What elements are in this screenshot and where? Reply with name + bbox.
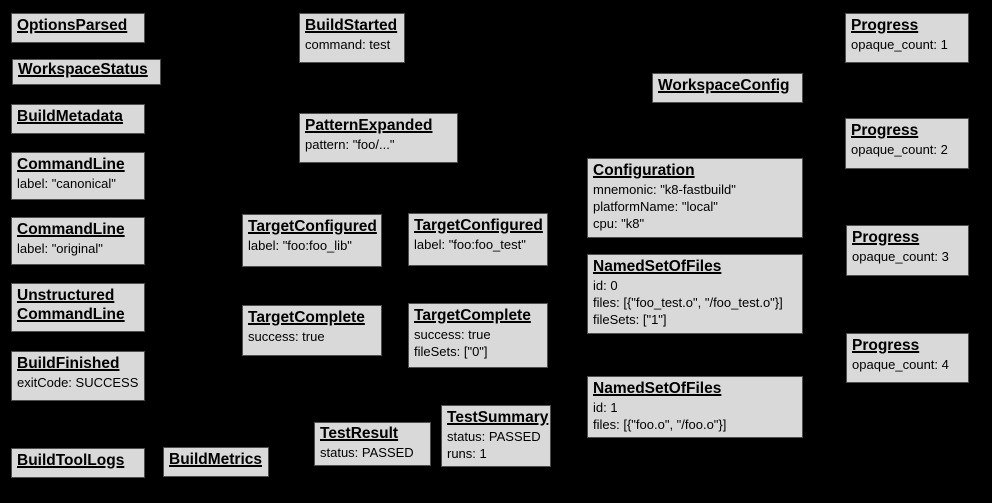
- node-command-line-canonical: CommandLine label: "canonical": [11, 152, 145, 200]
- node-target-complete-lib: TargetComplete success: true: [242, 305, 382, 356]
- node-title: TargetConfigured: [414, 217, 543, 234]
- node-build-tool-logs: BuildToolLogs: [11, 448, 145, 478]
- node-title: BuildStarted: [305, 17, 398, 34]
- node-title: PatternExpanded: [305, 117, 433, 134]
- node-title: NamedSetOfFiles: [593, 380, 722, 397]
- node-title: CommandLine: [17, 156, 125, 173]
- node-title: BuildMetrics: [169, 451, 263, 468]
- node-command-line-original: CommandLine label: "original": [11, 217, 145, 265]
- node-build-metadata: BuildMetadata: [11, 104, 145, 134]
- node-field: pattern: "foo/...": [305, 136, 395, 152]
- node-options-parsed: OptionsParsed: [11, 13, 145, 43]
- node-named-set-of-files-1: NamedSetOfFiles id: 1 files: [{"foo.o", …: [587, 376, 803, 439]
- node-field: label: "canonical": [17, 175, 116, 191]
- node-title: TargetComplete: [248, 309, 365, 326]
- node-title: WorkspaceStatus: [18, 61, 148, 78]
- node-named-set-of-files-0: NamedSetOfFiles id: 0 files: [{"foo_test…: [587, 254, 803, 334]
- node-field: fileSets: ["1"]: [593, 312, 667, 328]
- node-build-finished: BuildFinished exitCode: SUCCESS: [11, 351, 145, 401]
- node-field: files: [{"foo.o", "/foo.o"}]: [593, 417, 727, 433]
- node-title: OptionsParsed: [17, 17, 128, 34]
- node-field: opaque_count: 1: [851, 36, 948, 52]
- node-target-configured-foo-test: TargetConfigured label: "foo:foo_test": [408, 213, 548, 266]
- node-progress-4: Progress opaque_count: 4: [846, 333, 969, 383]
- node-title: TargetConfigured: [248, 218, 377, 235]
- node-field: opaque_count: 4: [852, 356, 949, 372]
- node-field: opaque_count: 3: [852, 248, 949, 264]
- node-title: Configuration: [593, 162, 695, 179]
- node-title: WorkspaceConfig: [658, 77, 790, 94]
- node-title: CommandLine: [17, 221, 125, 238]
- node-title: TestSummary: [447, 409, 549, 426]
- node-field: platformName: "local": [593, 199, 718, 215]
- node-title: Progress: [852, 229, 920, 246]
- node-progress-2: Progress opaque_count: 2: [845, 118, 969, 169]
- node-title: Progress: [851, 122, 919, 139]
- node-configuration: Configuration mnemonic: "k8-fastbuild" p…: [587, 158, 803, 238]
- node-title: TestResult: [320, 425, 399, 442]
- node-field: status: PASSED: [320, 444, 414, 460]
- node-test-result: TestResult status: PASSED: [314, 422, 431, 467]
- node-title: Progress: [851, 17, 919, 34]
- node-title: TargetComplete: [414, 307, 531, 324]
- node-title: NamedSetOfFiles: [593, 258, 722, 275]
- node-field: id: 0: [593, 277, 618, 293]
- node-workspace-status: WorkspaceStatus: [12, 59, 161, 85]
- node-title: BuildFinished: [17, 355, 120, 372]
- node-progress-3: Progress opaque_count: 3: [846, 225, 969, 276]
- node-field: fileSets: ["0"]: [414, 344, 488, 360]
- node-field: id: 1: [593, 399, 618, 415]
- node-title: Unstructured CommandLine: [17, 287, 125, 323]
- node-unstructured-command-line: Unstructured CommandLine: [11, 283, 145, 332]
- node-workspace-config: WorkspaceConfig: [652, 73, 803, 103]
- node-title: Progress: [852, 337, 920, 354]
- node-build-metrics: BuildMetrics: [163, 447, 269, 477]
- node-pattern-expanded: PatternExpanded pattern: "foo/...": [299, 113, 458, 163]
- node-field: mnemonic: "k8-fastbuild": [593, 181, 736, 197]
- node-field: label: "foo:foo_lib": [248, 237, 352, 253]
- node-target-complete-test: TargetComplete success: true fileSets: […: [408, 303, 548, 368]
- node-field: opaque_count: 2: [851, 141, 948, 157]
- node-field: status: PASSED: [447, 428, 541, 444]
- node-title: BuildToolLogs: [17, 452, 125, 469]
- node-field: runs: 1: [447, 446, 487, 462]
- node-field: success: true: [248, 328, 325, 344]
- node-test-summary: TestSummary status: PASSED runs: 1: [441, 405, 551, 468]
- node-field: cpu: "k8": [593, 216, 645, 232]
- node-field: success: true: [414, 326, 491, 342]
- node-field: exitCode: SUCCESS: [17, 374, 139, 390]
- node-field: files: [{"foo_test.o", "/foo_test.o"}]: [593, 295, 783, 311]
- node-progress-1: Progress opaque_count: 1: [845, 13, 969, 63]
- node-field: label: "original": [17, 240, 103, 256]
- node-title: BuildMetadata: [17, 108, 123, 125]
- node-target-configured-foo-lib: TargetConfigured label: "foo:foo_lib": [242, 214, 382, 267]
- node-field: label: "foo:foo_test": [414, 236, 526, 252]
- node-field: command: test: [305, 36, 391, 52]
- node-build-started: BuildStarted command: test: [299, 13, 405, 63]
